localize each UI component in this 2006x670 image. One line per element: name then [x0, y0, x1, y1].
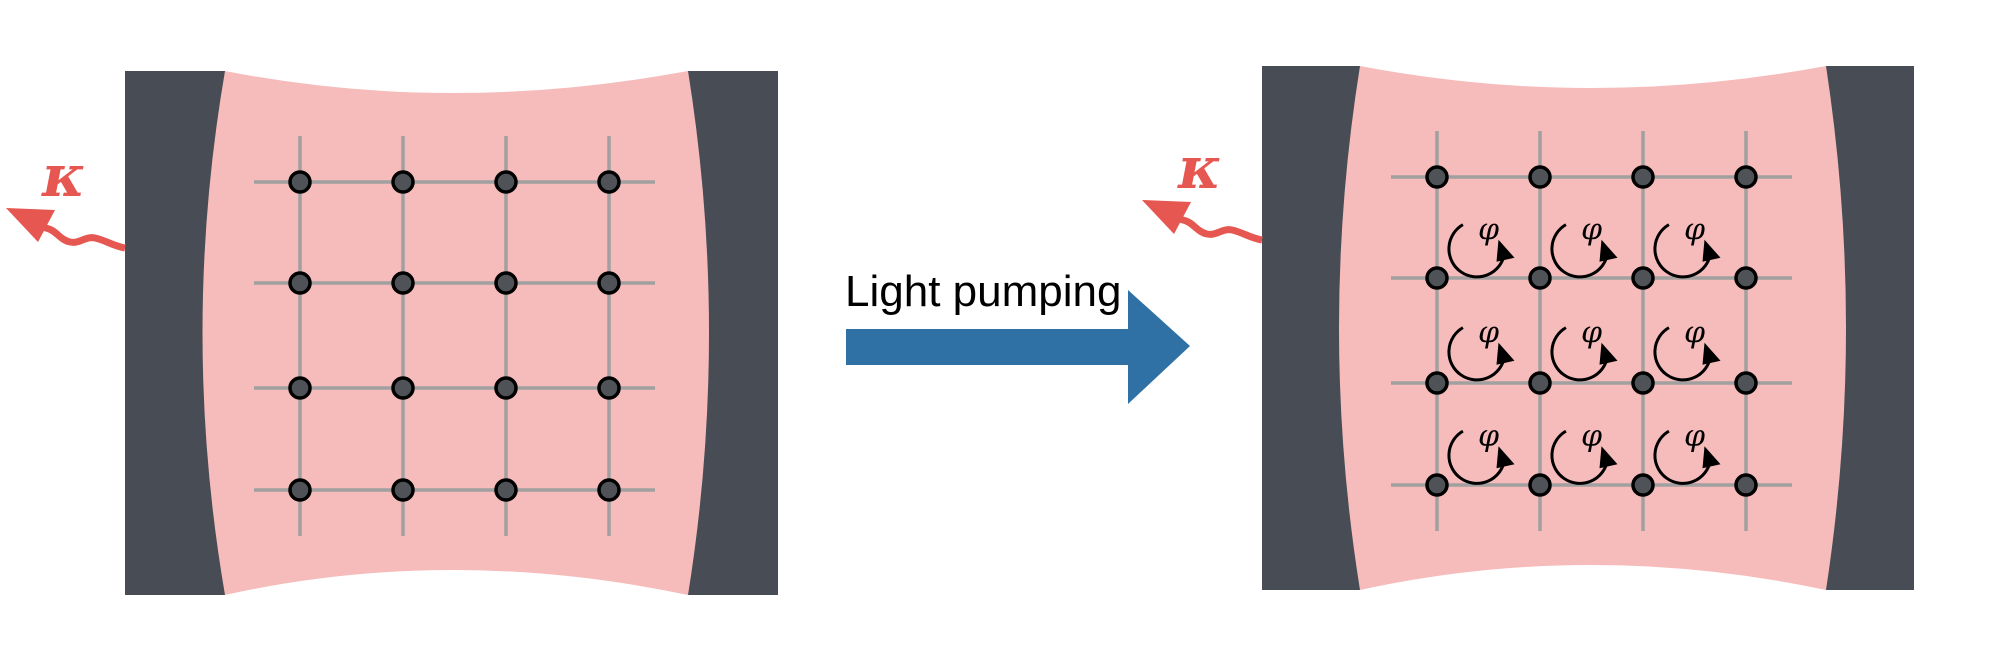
- lattice-site: [597, 376, 621, 400]
- flux-plaquette: φ: [1447, 419, 1515, 485]
- circulation-arc-icon: [1653, 326, 1712, 382]
- pump-arrow-shape: [846, 290, 1190, 404]
- right-loss-arrowhead: [1142, 200, 1191, 234]
- circulation-arrowhead-icon: [1599, 239, 1618, 262]
- circulation-arrowhead-icon: [1702, 239, 1721, 262]
- left-kappa-label: κ: [41, 142, 85, 210]
- lattice-site: [494, 271, 518, 295]
- flux-phi-label: φ: [1684, 213, 1705, 248]
- lattice-site: [391, 478, 415, 502]
- left-lattice: [254, 136, 655, 536]
- lattice-site: [1528, 266, 1552, 290]
- lattice-site: [1631, 165, 1655, 189]
- lattice-site: [597, 478, 621, 502]
- lattice-site: [288, 170, 312, 194]
- lattice-site: [391, 170, 415, 194]
- lattice-site: [1734, 165, 1758, 189]
- flux-phi-label: φ: [1684, 316, 1705, 351]
- circulation-arrowhead-icon: [1496, 342, 1515, 365]
- flux-plaquette: φ: [1653, 419, 1721, 485]
- circulation-arc-icon: [1447, 429, 1506, 485]
- left-loss-arrowhead: [6, 208, 55, 242]
- flux-plaquette: φ: [1653, 316, 1721, 382]
- circulation-arrowhead-icon: [1599, 342, 1618, 365]
- left-cavity: κ: [6, 71, 778, 595]
- flux-phi-label: φ: [1581, 316, 1602, 351]
- light-pumping-label: Light pumping: [845, 267, 1121, 316]
- lattice-site: [288, 376, 312, 400]
- lattice-site: [1425, 473, 1449, 497]
- lattice-site: [1425, 165, 1449, 189]
- circulation-arc-icon: [1550, 429, 1609, 485]
- circulation-arc-icon: [1653, 223, 1712, 279]
- lattice-site: [1528, 165, 1552, 189]
- flux-plaquette: φ: [1653, 213, 1721, 279]
- lattice-site: [597, 170, 621, 194]
- lattice-site: [1528, 473, 1552, 497]
- lattice-site: [494, 170, 518, 194]
- flux-phi-label: φ: [1581, 419, 1602, 454]
- flux-plaquette: φ: [1550, 213, 1618, 279]
- flux-phi-label: φ: [1478, 419, 1499, 454]
- circulation-arrowhead-icon: [1702, 342, 1721, 365]
- lattice-site: [1631, 473, 1655, 497]
- right-loss-channel: κ: [1142, 134, 1263, 244]
- circulation-arc-icon: [1550, 326, 1609, 382]
- right-cavity: φ φ φ φ φ φ φ φ φ κ: [1142, 66, 1914, 590]
- lattice-site: [494, 376, 518, 400]
- lattice-site: [1425, 371, 1449, 395]
- lattice-site: [1528, 371, 1552, 395]
- lattice-site: [391, 376, 415, 400]
- left-loss-channel: κ: [6, 142, 126, 252]
- circulation-arc-icon: [1447, 223, 1506, 279]
- flux-plaquette: φ: [1447, 316, 1515, 382]
- lattice-site: [391, 271, 415, 295]
- lattice-site: [597, 271, 621, 295]
- circulation-arc-icon: [1653, 429, 1712, 485]
- right-cavity-field: [1339, 66, 1846, 590]
- left-cavity-field: [202, 71, 709, 595]
- lattice-site: [288, 478, 312, 502]
- lattice-site: [1734, 473, 1758, 497]
- lattice-site: [494, 478, 518, 502]
- circulation-arc-icon: [1550, 223, 1609, 279]
- lattice-site: [288, 271, 312, 295]
- flux-phi-label: φ: [1478, 316, 1499, 351]
- right-lattice: [1391, 131, 1792, 531]
- right-kappa-label: κ: [1177, 134, 1221, 202]
- flux-phi-label: φ: [1684, 419, 1705, 454]
- lattice-site: [1631, 371, 1655, 395]
- flux-plaquette: φ: [1550, 419, 1618, 485]
- circulation-arrowhead-icon: [1599, 446, 1618, 469]
- lattice-site: [1734, 266, 1758, 290]
- flux-phi-label: φ: [1581, 213, 1602, 248]
- circulation-arrowhead-icon: [1702, 446, 1721, 469]
- circulation-arc-icon: [1447, 326, 1506, 382]
- flux-plaquette: φ: [1447, 213, 1515, 279]
- circulation-arrowhead-icon: [1496, 239, 1515, 262]
- right-plaquettes: φ φ φ φ φ φ φ φ φ: [1447, 213, 1721, 485]
- lattice-site: [1425, 266, 1449, 290]
- flux-phi-label: φ: [1478, 213, 1499, 248]
- circulation-arrowhead-icon: [1496, 446, 1515, 469]
- light-pumping-arrow: Light pumping: [845, 267, 1190, 404]
- flux-plaquette: φ: [1550, 316, 1618, 382]
- lattice-site: [1734, 371, 1758, 395]
- lattice-site: [1631, 266, 1655, 290]
